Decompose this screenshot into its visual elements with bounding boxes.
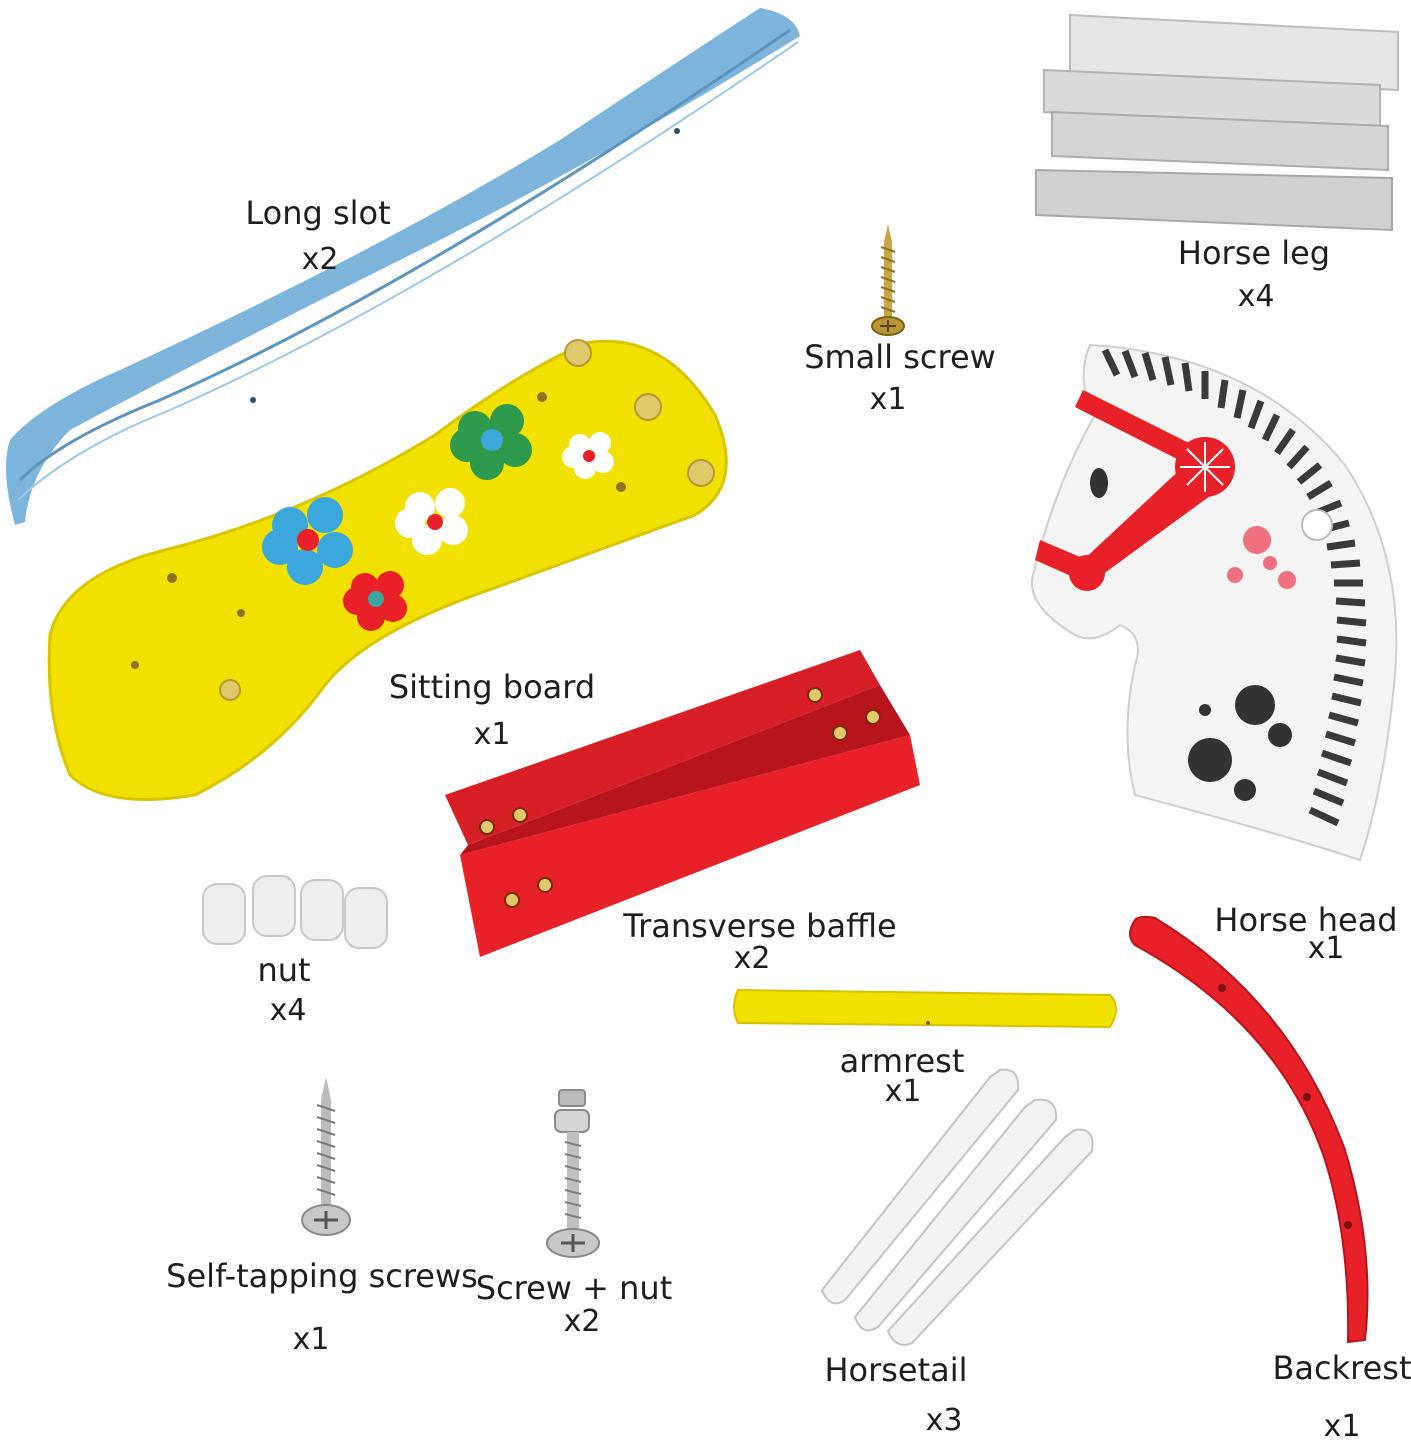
horsetail-label: Horsetail bbox=[824, 1351, 968, 1389]
flower-icon bbox=[450, 404, 532, 480]
backrest-qty: x1 bbox=[1323, 1409, 1361, 1444]
transverse-baffle-image bbox=[440, 645, 930, 960]
nut-image bbox=[198, 872, 398, 952]
screw-nut-label: Screw + nut bbox=[475, 1269, 673, 1307]
screw-nut-image bbox=[545, 1088, 605, 1263]
sitting-board-qty: x1 bbox=[473, 717, 511, 752]
horse-head-qty: x1 bbox=[1307, 931, 1345, 966]
horse-leg-label: Horse leg bbox=[1177, 234, 1331, 272]
horse-leg-qty: x4 bbox=[1237, 279, 1275, 314]
horse-leg-image bbox=[1030, 10, 1405, 240]
self-tapping-screw-image bbox=[298, 1075, 354, 1240]
sitting-board-label: Sitting board bbox=[388, 668, 596, 706]
horsetail-qty: x3 bbox=[925, 1403, 963, 1438]
backrest-label: Backrest bbox=[1272, 1349, 1411, 1387]
flower-icon bbox=[395, 488, 468, 555]
small-screw-qty: x1 bbox=[869, 382, 907, 417]
backrest-image bbox=[1120, 910, 1380, 1350]
flower-icon bbox=[262, 497, 353, 585]
nut-label: nut bbox=[257, 951, 311, 989]
armrest-image bbox=[730, 985, 1125, 1035]
screw-nut-qty: x2 bbox=[563, 1304, 601, 1339]
small-screw-label: Small screw bbox=[804, 338, 996, 376]
armrest-qty: x1 bbox=[884, 1074, 922, 1109]
self-tapping-screws-qty: x1 bbox=[292, 1322, 330, 1357]
long-slot-qty: x2 bbox=[301, 242, 339, 277]
nut-qty: x4 bbox=[269, 993, 307, 1028]
flower-icon bbox=[562, 432, 614, 479]
horse-head-image bbox=[1025, 335, 1405, 865]
horse-head-label: Horse head bbox=[1214, 901, 1398, 939]
self-tapping-screws-label: Self-tapping screws bbox=[166, 1257, 478, 1295]
flower-icon bbox=[343, 571, 407, 631]
small-screw-image bbox=[868, 222, 908, 342]
transverse-baffle-qty: x2 bbox=[733, 941, 771, 976]
armrest-label: armrest bbox=[839, 1042, 965, 1080]
long-slot-image bbox=[0, 0, 820, 540]
sitting-board-image bbox=[45, 335, 740, 805]
long-slot-label: Long slot bbox=[245, 194, 391, 232]
horsetail-image bbox=[820, 1065, 1105, 1350]
transverse-baffle-label: Transverse baffle bbox=[623, 907, 897, 945]
